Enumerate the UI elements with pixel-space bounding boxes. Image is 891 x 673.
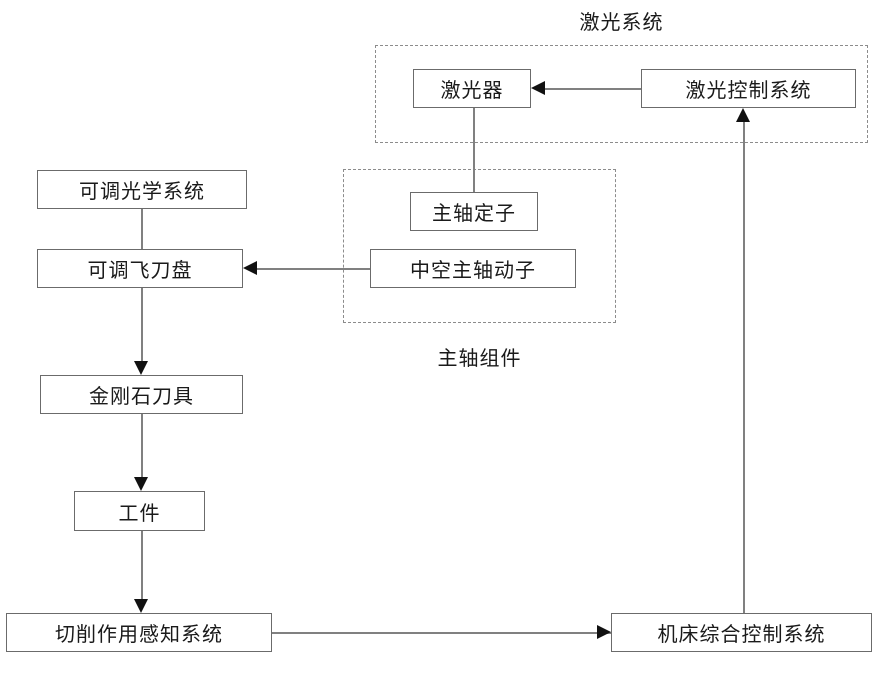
connector-machine-control-to-laser-control: [743, 120, 745, 613]
group-spindle-assembly: [343, 169, 616, 323]
arrowhead-workpiece-to-cutting-sensing: [134, 599, 148, 613]
arrowhead-diamond-tool-to-workpiece: [134, 477, 148, 491]
connector-workpiece-to-cutting-sensing: [141, 531, 143, 601]
node-laser-control[interactable]: 激光控制系统: [641, 69, 856, 108]
node-workpiece[interactable]: 工件: [74, 491, 205, 531]
connector-diamond-tool-to-workpiece: [141, 414, 143, 479]
arrowhead-rotor-to-fly-cutter-head: [243, 261, 257, 275]
connector-rotor-to-fly-cutter-head: [249, 268, 370, 270]
connector-fly-cutter-head-to-diamond-tool: [141, 288, 143, 363]
arrowhead-machine-control-to-laser-control: [736, 108, 750, 122]
group-label-laser-system: 激光系统: [579, 10, 664, 34]
node-diamond-tool[interactable]: 金刚石刀具: [40, 375, 243, 414]
connector-optics-to-fly-cutter-head: [141, 209, 143, 249]
node-fly-cutter-head[interactable]: 可调飞刀盘: [37, 249, 243, 288]
node-hollow-spindle-rotor[interactable]: 中空主轴动子: [370, 249, 576, 288]
node-machine-control[interactable]: 机床综合控制系统: [611, 613, 872, 652]
connector-laser-to-spindle-stator: [473, 108, 475, 192]
connector-cutting-sensing-to-machine-control: [272, 632, 611, 634]
arrowhead-fly-cutter-head-to-diamond-tool: [134, 361, 148, 375]
node-laser[interactable]: 激光器: [413, 69, 531, 108]
arrowhead-laser-control-to-laser: [531, 81, 545, 95]
node-cutting-sensing[interactable]: 切削作用感知系统: [6, 613, 272, 652]
node-adjustable-optics[interactable]: 可调光学系统: [37, 170, 247, 209]
arrowhead-cutting-sensing-to-machine-control: [597, 625, 611, 639]
group-label-spindle-assembly: 主轴组件: [437, 346, 522, 370]
group-laser-system: [375, 45, 868, 143]
connector-laser-control-to-laser: [537, 88, 641, 90]
node-spindle-stator[interactable]: 主轴定子: [410, 192, 538, 231]
